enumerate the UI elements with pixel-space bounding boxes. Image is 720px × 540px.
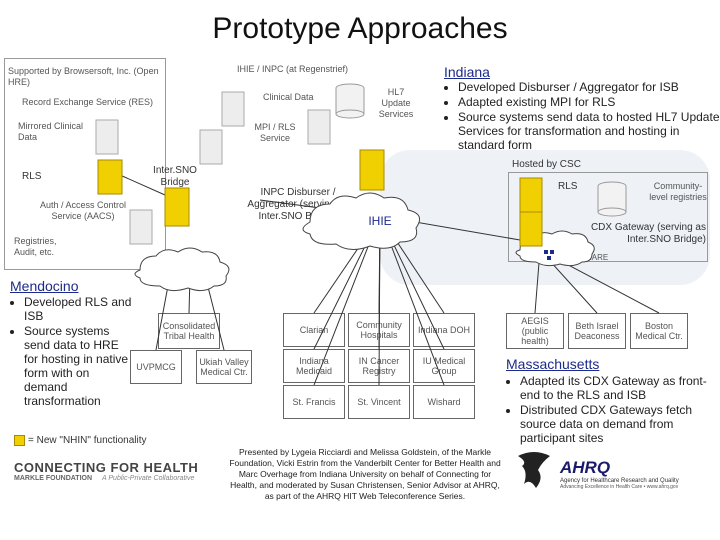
indiana-bullet: Adapted existing MPI for RLS bbox=[458, 95, 720, 109]
server-icon bbox=[199, 129, 223, 165]
node-st-francis: St. Francis bbox=[283, 385, 345, 419]
hhs-eagle-icon bbox=[518, 452, 550, 488]
legend-swatch bbox=[14, 435, 25, 446]
node-wishard: Wishard bbox=[413, 385, 475, 419]
node-boston-medical: Boston Medical Ctr. bbox=[630, 313, 688, 349]
node-indiana-medicaid: Indiana Medicaid bbox=[283, 349, 345, 383]
massachusetts-heading: Massachusetts bbox=[506, 356, 600, 372]
node-in-cancer: IN Cancer Registry bbox=[348, 349, 410, 383]
ma-share-logo: MA-SHARE bbox=[566, 253, 609, 262]
mirrored-label: Mirrored Clinical Data bbox=[18, 121, 84, 142]
clinical-data-label: Clinical Data bbox=[263, 92, 314, 102]
ahrq-logo-main: AHRQ bbox=[560, 458, 611, 477]
ahrq-logo-sub: Agency for Healthcare Research and Quali… bbox=[560, 478, 679, 484]
massachusetts-bullet: Distributed CDX Gateways fetch source da… bbox=[520, 403, 720, 445]
presented-by-text: Presented by Lygeia Ricciardi and Meliss… bbox=[229, 447, 501, 501]
supported-by-label: Supported by Browsersoft, Inc. (Open HRE… bbox=[8, 66, 159, 87]
mendocino-bullet: Developed RLS and ISB bbox=[24, 295, 134, 323]
nhin-server-icon bbox=[164, 187, 190, 227]
mendocino-logo-text: MENDOCINO HEALTH RECORDS EXCHANGE bbox=[152, 263, 207, 276]
intersno-bridge-label: Inter.SNO Bridge bbox=[153, 165, 197, 188]
node-consolidated: Consolidated Tribal Health bbox=[158, 313, 220, 349]
massachusetts-bullets: Adapted its CDX Gateway as front-end to … bbox=[506, 374, 720, 446]
node-indiana-doh: Indiana DOH bbox=[413, 313, 475, 347]
node-aegis: AEGIS (public health) bbox=[506, 313, 564, 349]
node-uvpmcg: UVPMCG bbox=[130, 350, 182, 384]
hosted-by-label: Hosted by CSC bbox=[512, 159, 581, 170]
node-st-vincent: St. Vincent bbox=[348, 385, 410, 419]
cfh-logo-tag: A Public-Private Collaborative bbox=[102, 475, 195, 482]
mendocino-bullet: Source systems send data to HRE for host… bbox=[24, 324, 134, 408]
record-exchange-label: Record Exchange Service (RES) bbox=[22, 97, 154, 107]
node-ukiah: Ukiah Valley Medical Ctr. bbox=[196, 350, 252, 384]
mendocino-heading: Mendocino bbox=[10, 278, 79, 294]
mendocino-logo: MENDOCINO HEALTH RECORDS EXCHANGE bbox=[150, 261, 216, 277]
mendocino-bullets: Developed RLS and ISB Source systems sen… bbox=[10, 295, 134, 409]
cfh-logo: CONNECTING FOR HEALTH MARKLE FOUNDATION … bbox=[14, 460, 214, 496]
server-icon bbox=[307, 109, 331, 145]
cfh-logo-main: CONNECTING FOR HEALTH bbox=[14, 460, 199, 475]
node-clarian: Clarian bbox=[283, 313, 345, 347]
node-community: Community Hospitals bbox=[348, 313, 410, 347]
database-icon bbox=[335, 83, 365, 119]
ihie-inpc-label: IHIE / INPC (at Regenstrief) bbox=[237, 64, 349, 74]
massachusetts-bullet: Adapted its CDX Gateway as front-end to … bbox=[520, 374, 720, 402]
rls-label-right: RLS bbox=[558, 181, 578, 192]
indiana-bullet: Developed Disburser / Aggregator for ISB bbox=[458, 80, 720, 94]
mpi-rls-label: MPI / RLS Service bbox=[254, 122, 296, 143]
auth-label: Auth / Access Control Service (AACS) bbox=[39, 200, 127, 221]
page-title: Prototype Approaches bbox=[212, 12, 508, 45]
rls-label-left: RLS bbox=[22, 171, 42, 182]
server-icon bbox=[221, 91, 245, 127]
indiana-heading: Indiana bbox=[444, 64, 490, 80]
ahrq-logo: AHRQ Agency for Healthcare Research and … bbox=[560, 458, 712, 498]
inpc-disburser-label: INPC Disburser / Aggregator (serving as … bbox=[247, 187, 349, 222]
ahrq-logo-tag: Advancing Excellence in Health Care • ww… bbox=[560, 484, 679, 490]
indiana-bullet: Source systems send data to hosted HL7 U… bbox=[458, 110, 720, 152]
cfh-logo-sub: MARKLE FOUNDATION bbox=[14, 475, 93, 482]
node-beth-israel: Beth Israel Deaconess bbox=[568, 313, 626, 349]
legend-label: = New "NHIN" functionality bbox=[28, 435, 147, 446]
cdx-gateway-label: CDX Gateway (serving as Inter.SNO Bridge… bbox=[590, 222, 706, 245]
community-registries-label: Community-level registries bbox=[649, 181, 707, 202]
mendocino-panel bbox=[4, 58, 166, 270]
hl7-update-label: HL7 Update Services bbox=[378, 87, 414, 119]
node-iu-medical: IU Medical Group bbox=[413, 349, 475, 383]
indiana-bullets: Developed Disburser / Aggregator for ISB… bbox=[444, 80, 720, 153]
registries-label: Registries, Audit, etc. bbox=[14, 236, 57, 257]
